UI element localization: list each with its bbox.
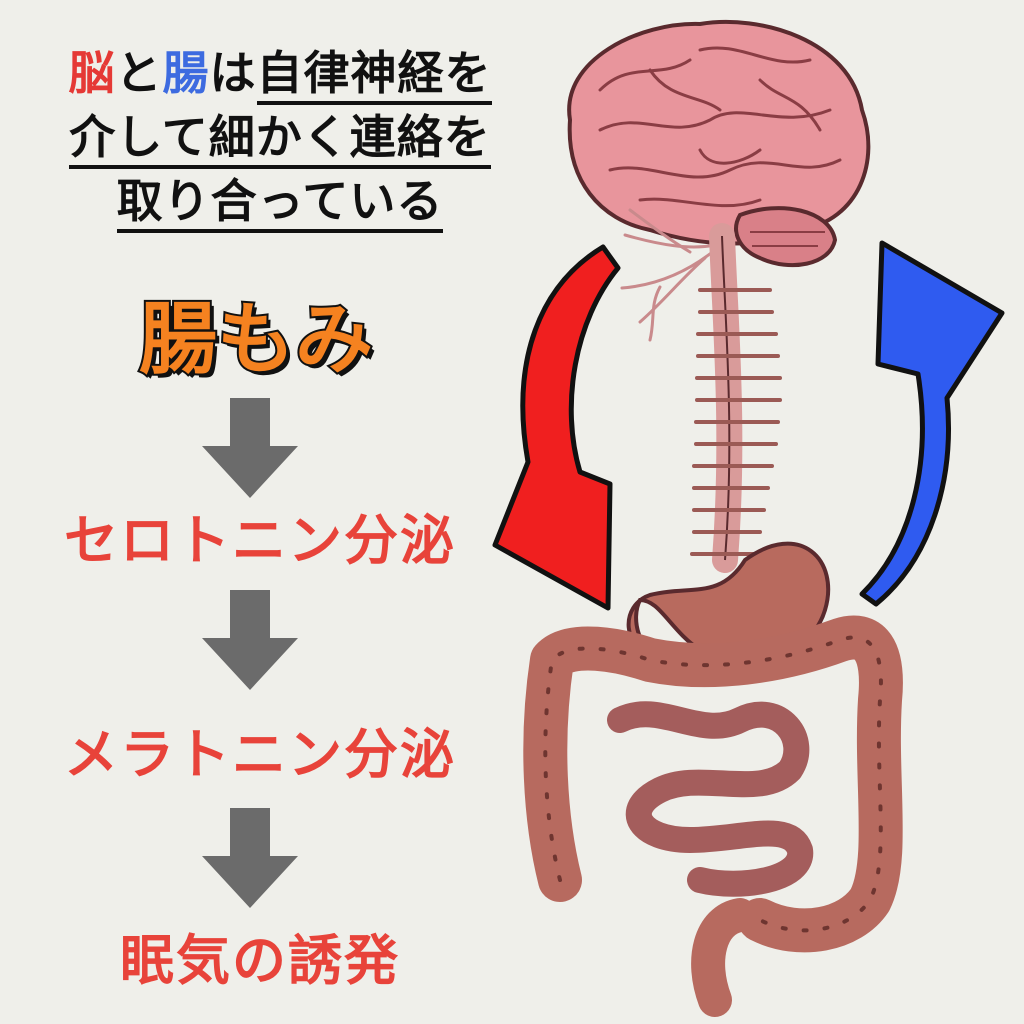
headline-connector-1: と: [115, 46, 163, 100]
small-intestine-illustration: [607, 701, 814, 897]
stomach-illustration: [626, 541, 831, 666]
brain-illustration: [567, 19, 871, 268]
flow-step-serotonin: セロトニン分泌: [64, 509, 456, 572]
down-arrow-icon: [202, 398, 298, 498]
headline-line-1-underlined: 自律神経を: [256, 46, 492, 105]
headline: 脳と腸は自律神経を 介して細かく連絡を 取り合っている: [30, 44, 530, 236]
curved-arrow-down-icon: [492, 244, 621, 611]
headline-line-1: 脳と腸は自律神経を: [30, 44, 530, 105]
headline-line-2: 介して細かく連絡を: [30, 108, 530, 169]
headline-line-3-text: 取り合っている: [116, 174, 444, 233]
large-intestine-illustration: [523, 615, 903, 953]
keyword-brain: 脳: [68, 46, 116, 100]
spine-illustration: [690, 223, 782, 573]
curved-arrow-up-icon: [859, 240, 1005, 607]
flow-step-drowsiness: 眠気の誘発: [120, 929, 400, 992]
anatomy-illustration: [492, 19, 1005, 1017]
title-gut-massage: 腸もみ: [137, 293, 375, 387]
rectum-illustration: [691, 898, 757, 1017]
down-arrow-icon: [202, 590, 298, 690]
flow-step-melatonin: メラトニン分泌: [64, 723, 456, 786]
headline-line-2-text: 介して細かく連絡を: [69, 110, 491, 169]
keyword-gut: 腸: [162, 46, 210, 100]
headline-connector-2: は: [209, 46, 257, 100]
nerve-branches: [620, 208, 717, 342]
down-arrow-icon: [202, 808, 298, 908]
headline-line-3: 取り合っている: [30, 172, 530, 233]
